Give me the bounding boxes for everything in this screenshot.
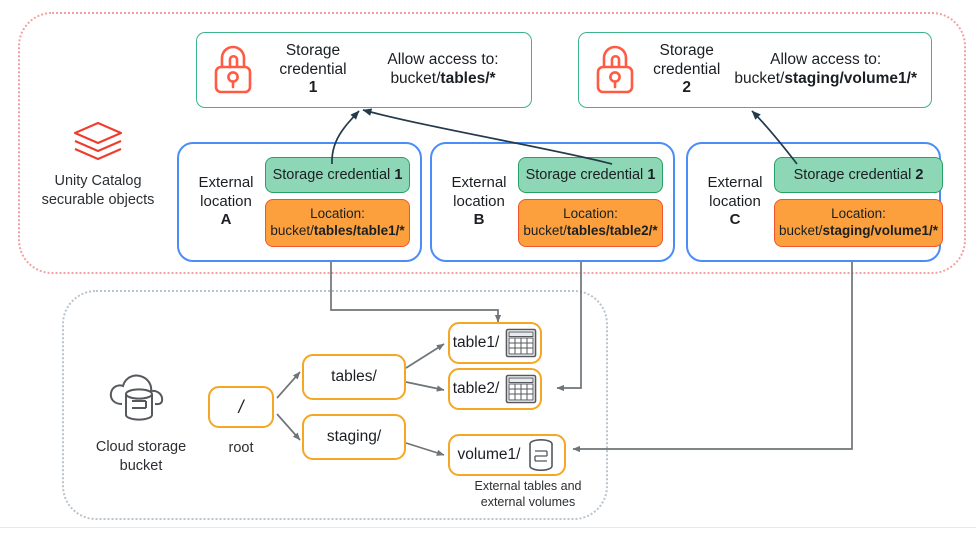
external-location-c-label: External location C bbox=[696, 174, 774, 230]
external-location-b-card[interactable]: External location B Storage credential 1… bbox=[430, 142, 675, 262]
credential-1-number: 1 bbox=[308, 79, 318, 97]
external-location-c-stack: Storage credential 2 Location: bucket/st… bbox=[774, 157, 944, 247]
credential-2-title-line2: credential bbox=[653, 60, 721, 78]
location-a-credential-prefix: Storage credential bbox=[272, 167, 395, 184]
external-location-a-label: External location A bbox=[187, 174, 265, 230]
location-a-location-bold: tables/table1/* bbox=[313, 223, 405, 238]
node-table1[interactable]: table1/ bbox=[448, 322, 542, 364]
leaf-caption-line1: External tables and bbox=[474, 479, 582, 493]
location-c-label-line1: External bbox=[707, 173, 763, 191]
location-b-credential-prefix: Storage credential bbox=[525, 167, 648, 184]
unity-catalog-caption-line2: securable objects bbox=[41, 191, 155, 208]
location-c-credential-chip[interactable]: Storage credential 2 bbox=[774, 157, 944, 194]
lock-icon bbox=[214, 45, 252, 94]
location-a-credential-chip[interactable]: Storage credential 1 bbox=[265, 157, 410, 194]
node-table2-label: table2/ bbox=[452, 380, 500, 397]
external-location-b-label: External location B bbox=[440, 174, 518, 230]
location-b-location-label: Location: bbox=[563, 206, 618, 222]
node-root-caption: root bbox=[228, 440, 254, 456]
credential-2-allow-label: Allow access to: bbox=[770, 51, 882, 69]
location-c-location-label: Location: bbox=[831, 206, 886, 222]
credential-1-allow-prefix: bucket/ bbox=[390, 70, 441, 87]
storage-credential-1-card[interactable]: Storage credential 1 Allow access to: bu… bbox=[196, 32, 532, 108]
location-a-location-chip[interactable]: Location: bucket/tables/table1/* bbox=[265, 199, 410, 247]
location-b-location-bold: tables/table2/* bbox=[566, 223, 658, 238]
cloud-storage-caption: Cloud storage bucket bbox=[66, 370, 216, 476]
node-volume1-label: volume1/ bbox=[457, 446, 521, 463]
location-b-location-chip[interactable]: Location: bucket/tables/table2/* bbox=[518, 199, 663, 247]
table-icon bbox=[505, 374, 537, 404]
bottom-divider bbox=[0, 527, 976, 528]
location-b-credential-chip[interactable]: Storage credential 1 bbox=[518, 157, 663, 194]
unity-catalog-caption-line1: Unity Catalog bbox=[54, 172, 142, 189]
location-c-location-bold: staging/volume1/* bbox=[822, 223, 939, 238]
storage-credential-2-title: Storage credential 2 bbox=[647, 42, 726, 99]
node-tables-label: tables/ bbox=[331, 368, 377, 385]
location-a-location-label: Location: bbox=[310, 206, 365, 222]
location-a-label-line1: External bbox=[198, 173, 254, 191]
location-a-letter: A bbox=[220, 211, 232, 229]
storage-credential-1-allow: Allow access to: bucket/tables/* bbox=[361, 51, 517, 89]
credential-1-allow-bold: tables/* bbox=[440, 70, 496, 87]
location-a-credential-number: 1 bbox=[394, 167, 403, 184]
leaf-caption-line2: external volumes bbox=[480, 495, 576, 510]
cloud-bucket-icon bbox=[109, 374, 164, 421]
cloud-storage-caption-line2: bucket bbox=[119, 457, 163, 474]
external-location-c-card[interactable]: External location C Storage credential 2… bbox=[686, 142, 944, 262]
location-a-location-prefix: bucket/ bbox=[270, 223, 314, 238]
location-c-location-prefix: bucket/ bbox=[779, 223, 823, 238]
node-table1-label: table1/ bbox=[452, 334, 500, 351]
table-icon bbox=[505, 328, 537, 358]
credential-1-title-line2: credential bbox=[279, 60, 347, 78]
node-root[interactable]: / bbox=[208, 386, 274, 428]
location-c-location-chip[interactable]: Location: bucket/staging/volume1/* bbox=[774, 199, 944, 247]
location-b-label-line2: location bbox=[453, 192, 505, 210]
node-table2[interactable]: table2/ bbox=[448, 368, 542, 410]
volume-icon bbox=[529, 439, 554, 472]
location-b-location-prefix: bucket/ bbox=[523, 223, 567, 238]
storage-credential-2-card[interactable]: Storage credential 2 Allow access to: bu… bbox=[578, 32, 932, 108]
location-c-credential-number: 2 bbox=[915, 167, 924, 184]
credential-1-title-line1: Storage bbox=[285, 41, 341, 59]
node-root-label: / bbox=[238, 396, 244, 417]
databricks-logo-icon bbox=[73, 121, 123, 161]
location-c-label-line2: location bbox=[709, 192, 761, 210]
node-tables[interactable]: tables/ bbox=[302, 354, 406, 400]
leaf-nodes-caption: External tables and external volumes bbox=[428, 478, 628, 511]
unity-catalog-caption: Unity Catalog securable objects bbox=[28, 120, 168, 210]
external-location-a-card[interactable]: External location A Storage credential 1… bbox=[177, 142, 422, 262]
location-b-label-line1: External bbox=[451, 173, 507, 191]
location-b-credential-number: 1 bbox=[647, 167, 656, 184]
arrow-location-c-to-volume1 bbox=[572, 262, 853, 453]
storage-credential-2-allow: Allow access to: bucket/staging/volume1/… bbox=[726, 51, 917, 89]
credential-1-allow-label: Allow access to: bbox=[387, 51, 499, 69]
credential-2-number: 2 bbox=[682, 79, 691, 97]
credential-2-allow-prefix: bucket/ bbox=[734, 70, 785, 87]
external-location-b-stack: Storage credential 1 Location: bucket/ta… bbox=[518, 157, 663, 247]
node-volume1[interactable]: volume1/ bbox=[448, 434, 566, 476]
credential-2-allow-bold: staging/volume1/* bbox=[784, 70, 917, 87]
node-staging-label: staging/ bbox=[326, 428, 382, 445]
storage-credential-1-title: Storage credential 1 bbox=[265, 42, 361, 99]
location-c-credential-prefix: Storage credential bbox=[793, 167, 916, 184]
location-c-letter: C bbox=[729, 211, 741, 229]
cloud-storage-caption-line1: Cloud storage bbox=[95, 438, 187, 455]
credential-2-title-line1: Storage bbox=[659, 41, 714, 59]
location-b-letter: B bbox=[473, 211, 485, 229]
external-location-a-stack: Storage credential 1 Location: bucket/ta… bbox=[265, 157, 410, 247]
location-a-label-line2: location bbox=[200, 192, 252, 210]
lock-icon bbox=[596, 45, 634, 94]
node-staging[interactable]: staging/ bbox=[302, 414, 406, 460]
